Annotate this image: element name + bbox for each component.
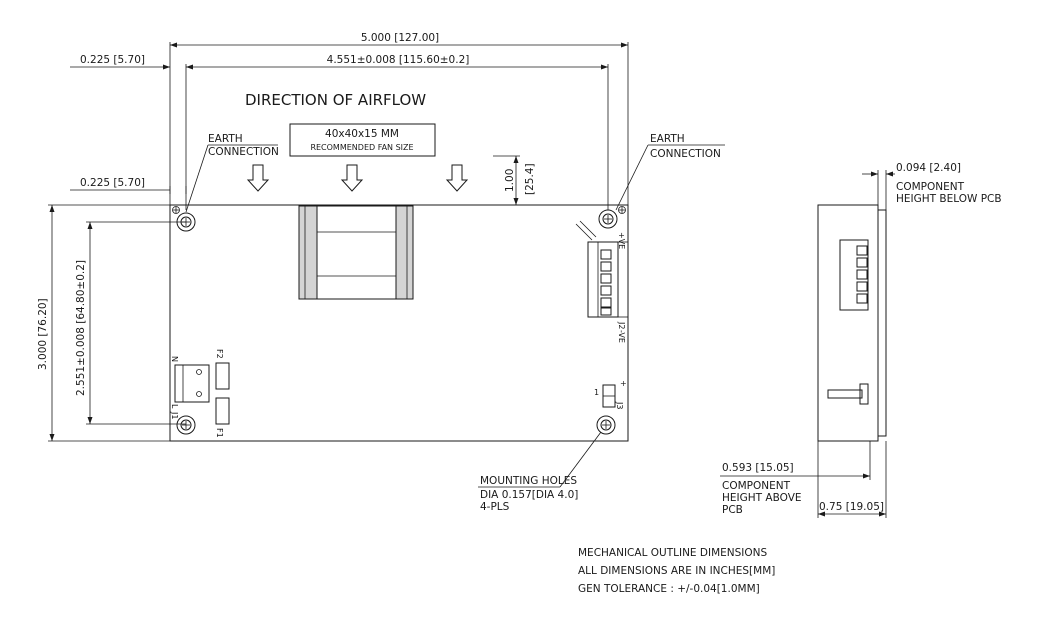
earth-right-callout: EARTH CONNECTION bbox=[615, 133, 725, 211]
fan-clearance-in-label: 1.00 bbox=[504, 169, 516, 192]
fan-clearance-mm-label: [25.4] bbox=[524, 163, 536, 195]
airflow-arrow-right-icon bbox=[445, 164, 469, 192]
overall-height-label: 3.000 [76.20] bbox=[37, 298, 49, 370]
f2-label: F2 bbox=[215, 349, 224, 359]
left-offset-side-label: 0.225 [5.70] bbox=[80, 177, 145, 189]
mounting-hole-bottom-right-icon bbox=[596, 415, 616, 435]
below-pcb-line1: COMPONENT bbox=[896, 181, 965, 193]
n-terminal-label: N bbox=[170, 356, 179, 362]
side-view bbox=[817, 204, 887, 442]
j2-label: J2 bbox=[617, 321, 626, 329]
hole-spacing-x-dimension: 4.551±0.008 [115.60±0.2] bbox=[185, 54, 609, 210]
above-pcb-line2: HEIGHT ABOVE bbox=[722, 492, 802, 504]
earth-left-callout: EARTH CONNECTION bbox=[185, 133, 279, 213]
j3-one-label: 1 bbox=[594, 388, 599, 397]
airflow-title: DIRECTION OF AIRFLOW bbox=[245, 91, 426, 109]
left-offset-top-label: 0.225 [5.70] bbox=[80, 54, 145, 66]
mount-line1: MOUNTING HOLES bbox=[480, 475, 577, 487]
note-line2: ALL DIMENSIONS ARE IN INCHES[MM] bbox=[578, 565, 775, 577]
f1-label: F1 bbox=[215, 428, 224, 438]
below-pcb-line2: HEIGHT BELOW PCB bbox=[896, 193, 1002, 205]
fuse-f1 bbox=[215, 397, 230, 425]
connector-j3 bbox=[602, 384, 616, 408]
note-line1: MECHANICAL OUTLINE DIMENSIONS bbox=[578, 547, 768, 559]
earth-left-line2: CONNECTION bbox=[208, 146, 279, 158]
j1-label: J1 bbox=[170, 411, 179, 419]
fuse-f2 bbox=[215, 362, 230, 390]
earth-left-line1: EARTH bbox=[208, 133, 243, 145]
l-terminal-label: L bbox=[170, 404, 179, 409]
below-pcb-dimension: 0.094 [2.40] COMPONENT HEIGHT BELOW PCB bbox=[862, 162, 1002, 210]
note-line3: GEN TOLERANCE : +/-0.04[1.0MM] bbox=[578, 583, 760, 595]
fan-size-line1: 40x40x15 MM bbox=[325, 128, 399, 140]
connector-j1 bbox=[174, 364, 210, 403]
mounting-hole-top-left-icon bbox=[176, 212, 196, 232]
j3-plus-label: + bbox=[620, 379, 627, 388]
hole-spacing-y-label: 2.551±0.008 [64.80±0.2] bbox=[75, 260, 87, 396]
mounting-hole-bottom-left-icon bbox=[176, 415, 196, 435]
overall-height-dimension: 3.000 [76.20] bbox=[37, 204, 170, 442]
ve-plus-label: +VE bbox=[617, 232, 626, 249]
above-pcb-line3: PCB bbox=[722, 504, 743, 516]
mounting-hole-top-right-icon bbox=[598, 209, 618, 229]
hole-spacing-y-dimension: 2.551±0.008 [64.80±0.2] bbox=[75, 221, 186, 425]
mounting-holes-callout: MOUNTING HOLES DIA 0.157[DIA 4.0] 4-PLS bbox=[478, 431, 602, 513]
connector-j2 bbox=[575, 220, 628, 318]
mount-line2: DIA 0.157[DIA 4.0] bbox=[480, 489, 578, 501]
overall-width-label: 5.000 [127.00] bbox=[361, 32, 439, 44]
drawing-notes: MECHANICAL OUTLINE DIMENSIONS ALL DIMENS… bbox=[578, 547, 775, 595]
transformer bbox=[298, 205, 414, 300]
earth-symbol-left-icon bbox=[172, 206, 180, 214]
above-pcb-line1: COMPONENT bbox=[722, 480, 791, 492]
ve-minus-label: -VE bbox=[617, 330, 626, 343]
total-side-label: 0.75 [19.05] bbox=[819, 501, 884, 513]
pcb-outline bbox=[169, 204, 629, 442]
j3-label: J3 bbox=[615, 401, 624, 409]
above-pcb-dimension: 0.593 [15.05] COMPONENT HEIGHT ABOVE PCB bbox=[720, 441, 871, 518]
airflow-arrows bbox=[246, 164, 469, 192]
airflow-arrow-left-icon bbox=[246, 164, 270, 192]
hole-spacing-x-label: 4.551±0.008 [115.60±0.2] bbox=[327, 54, 470, 66]
earth-right-line1: EARTH bbox=[650, 133, 685, 145]
mount-line3: 4-PLS bbox=[480, 501, 510, 513]
fan-size-line2: RECOMMENDED FAN SIZE bbox=[310, 143, 413, 152]
above-pcb-label: 0.593 [15.05] bbox=[722, 462, 794, 474]
earth-right-line2: CONNECTION bbox=[650, 148, 721, 160]
fan-size-box: 40x40x15 MM RECOMMENDED FAN SIZE bbox=[289, 123, 436, 157]
airflow-arrow-center-icon bbox=[340, 164, 364, 192]
left-offset-side-dimension: 0.225 [5.70] bbox=[70, 177, 187, 194]
total-side-dimension: 0.75 [19.05] bbox=[818, 441, 887, 518]
below-pcb-label: 0.094 [2.40] bbox=[896, 162, 961, 174]
earth-symbol-right-icon bbox=[618, 206, 626, 214]
fan-clearance-dimension: 1.00 [25.4] bbox=[493, 155, 536, 205]
left-offset-top-dimension: 0.225 [5.70] bbox=[70, 54, 170, 70]
overall-width-dimension: 5.000 [127.00] bbox=[169, 32, 629, 205]
